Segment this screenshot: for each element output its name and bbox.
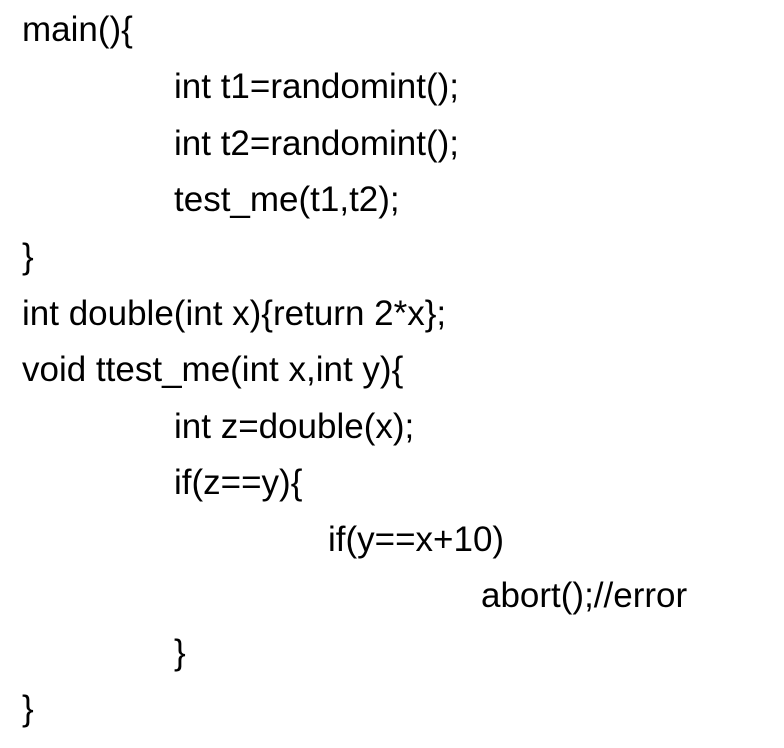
code-line-double-function: int double(int x){return 2*x}; xyxy=(22,294,447,333)
code-line-main-close: } xyxy=(22,237,34,276)
code-line-t2-declaration: int t2=randomint(); xyxy=(174,124,459,163)
code-line-t1-declaration: int t1=randomint(); xyxy=(174,67,459,106)
code-line-main-open: main(){ xyxy=(22,10,133,49)
code-line-test-me-call: test_me(t1,t2); xyxy=(174,180,400,219)
code-line-inner-if: if(y==x+10) xyxy=(328,520,505,559)
code-line-abort-call: abort();//error xyxy=(481,576,688,615)
code-line-outer-if: if(z==y){ xyxy=(174,463,303,502)
code-line-function-close: } xyxy=(22,689,34,728)
code-line-test-me-signature: void ttest_me(int x,int y){ xyxy=(22,350,404,389)
code-line-z-assignment: int z=double(x); xyxy=(174,407,415,446)
code-line-if-close: } xyxy=(174,633,186,672)
